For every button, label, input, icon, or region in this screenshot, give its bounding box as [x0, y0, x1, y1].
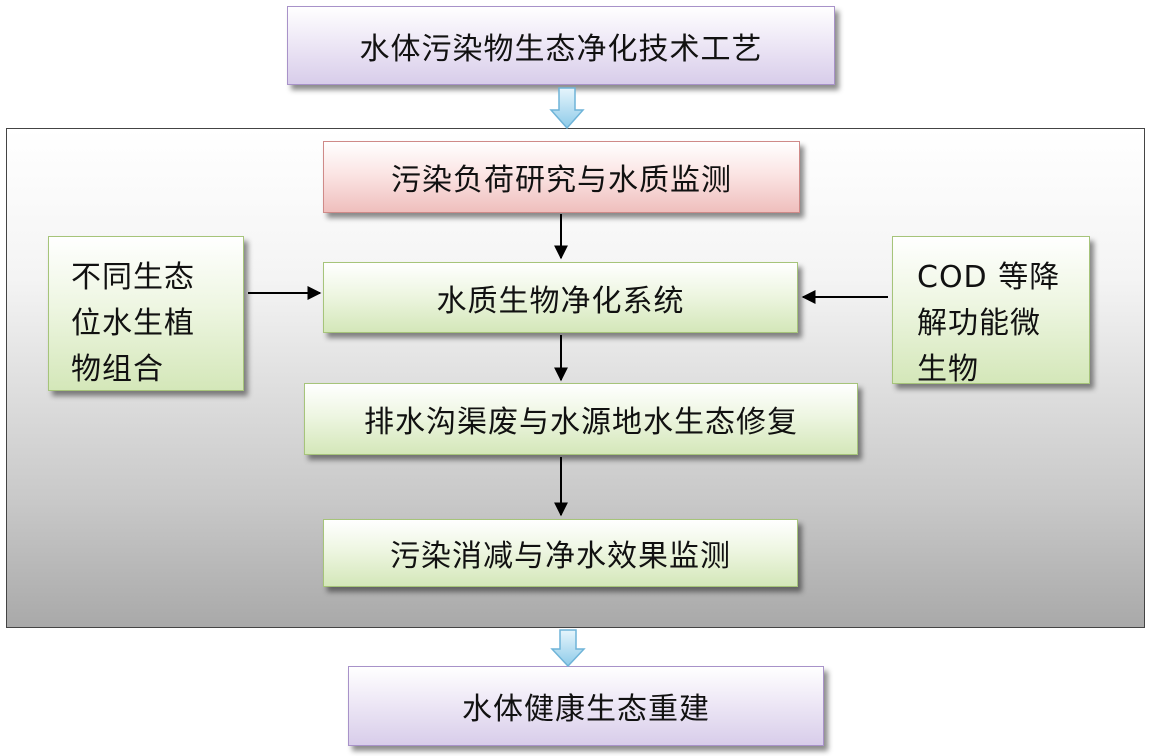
step-effect-monitoring-label: 污染消减与净水效果监测: [390, 539, 731, 574]
step-pollution-load: 污染负荷研究与水质监测: [323, 141, 800, 213]
left-input-line-1: 不同生态: [71, 260, 195, 295]
right-input-line-1: COD 等降: [917, 260, 1061, 295]
left-input-box: 不同生态 位水生植 物组合: [48, 236, 244, 391]
step-effect-monitoring: 污染消减与净水效果监测: [323, 519, 798, 587]
left-input-line-2: 位水生植: [71, 306, 195, 341]
title-label: 水体污染物生态净化技术工艺: [359, 31, 763, 67]
step-bio-purification: 水质生物净化系统: [323, 262, 798, 333]
step-pollution-load-label: 污染负荷研究与水质监测: [391, 163, 732, 198]
result-label: 水体健康生态重建: [462, 692, 710, 727]
title-box: 水体污染物生态净化技术工艺: [287, 6, 835, 85]
right-input-line-2: 解功能微: [917, 306, 1041, 341]
block-arrow-down-top: [549, 87, 585, 130]
left-input-line-3: 物组合: [71, 352, 164, 387]
right-input-line-3: 生物: [917, 352, 979, 384]
step-ditch-restoration-label: 排水沟渠废与水源地水生态修复: [364, 405, 798, 440]
block-arrow-down-bottom: [550, 629, 586, 668]
right-input-box: COD 等降 解功能微 生物: [892, 236, 1090, 384]
step-bio-purification-label: 水质生物净化系统: [436, 283, 685, 319]
step-ditch-restoration: 排水沟渠废与水源地水生态修复: [304, 383, 858, 455]
result-box: 水体健康生态重建: [348, 666, 824, 746]
